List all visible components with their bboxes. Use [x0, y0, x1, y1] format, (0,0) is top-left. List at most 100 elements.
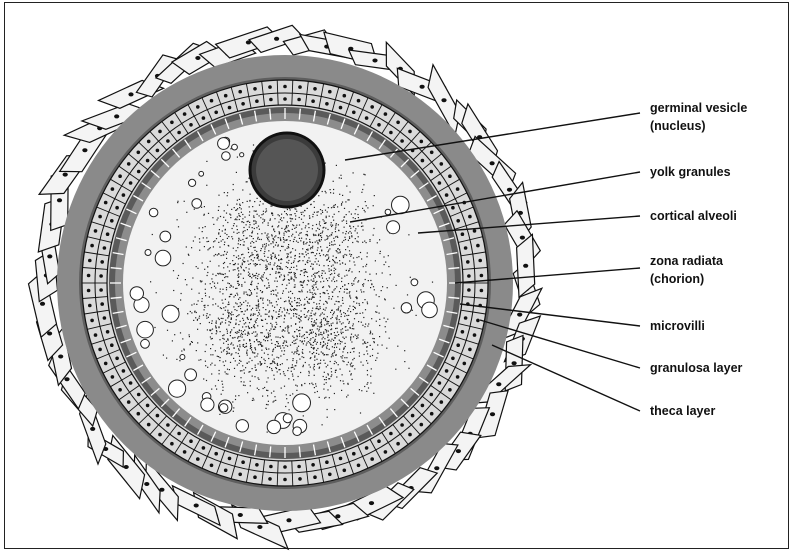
yolk-granule: [240, 334, 241, 335]
yolk-granule: [211, 323, 212, 324]
yolk-granule: [253, 220, 254, 221]
yolk-granule: [200, 359, 201, 360]
yolk-granule: [255, 275, 256, 276]
granulosa-cell-nucleus: [438, 181, 442, 185]
yolk-granule: [326, 260, 327, 261]
yolk-granule: [247, 309, 248, 310]
yolk-granule: [275, 256, 276, 257]
yolk-granule: [317, 272, 318, 273]
yolk-granule: [206, 161, 207, 162]
yolk-granule: [258, 283, 259, 284]
granulosa-cell-nucleus: [451, 357, 455, 361]
yolk-granule: [268, 333, 269, 334]
yolk-granule: [298, 330, 299, 331]
yolk-granule: [256, 264, 257, 265]
yolk-granule: [294, 228, 295, 229]
yolk-granule: [349, 291, 350, 292]
yolk-granule: [367, 382, 368, 383]
yolk-granule: [256, 273, 257, 274]
yolk-granule: [270, 262, 271, 263]
yolk-granule: [344, 284, 345, 285]
yolk-granule: [249, 215, 250, 216]
granulosa-cell-wall: [292, 80, 293, 93]
yolk-granule: [268, 401, 269, 402]
yolk-granule: [284, 386, 285, 387]
yolk-granule: [205, 289, 206, 290]
yolk-granule: [293, 358, 294, 359]
yolk-granule: [278, 299, 279, 300]
yolk-granule: [306, 343, 307, 344]
granulosa-cell-nucleus: [202, 446, 206, 450]
yolk-granule: [304, 334, 305, 335]
yolk-granule: [253, 215, 254, 216]
yolk-granule: [237, 315, 238, 316]
yolk-granule: [249, 333, 250, 334]
granulosa-cell-nucleus: [456, 375, 460, 379]
theca-cell-nucleus: [63, 173, 68, 177]
yolk-granule: [222, 300, 223, 301]
yolk-granule: [244, 347, 245, 348]
granulosa-cell-nucleus: [440, 162, 444, 166]
granulosa-cell-nucleus: [228, 106, 232, 110]
yolk-granule: [267, 366, 268, 367]
yolk-granule: [275, 400, 276, 401]
yolk-granule: [317, 228, 318, 229]
yolk-granule: [353, 226, 354, 227]
cortical-alveolus: [267, 420, 280, 433]
yolk-granule: [280, 240, 281, 241]
yolk-granule: [258, 363, 259, 364]
yolk-granule: [218, 327, 219, 328]
yolk-granule: [360, 362, 361, 363]
yolk-granule: [376, 294, 377, 295]
yolk-granule: [350, 364, 351, 365]
yolk-granule: [221, 352, 222, 353]
yolk-granule: [290, 309, 291, 310]
yolk-granule: [382, 286, 383, 287]
yolk-granule: [379, 313, 380, 314]
yolk-granule: [268, 237, 269, 238]
yolk-granule: [348, 323, 349, 324]
yolk-granule: [199, 242, 200, 243]
yolk-granule: [226, 351, 227, 352]
yolk-granule: [290, 298, 291, 299]
yolk-granule: [314, 364, 315, 365]
granulosa-cell-nucleus: [456, 187, 460, 191]
yolk-granule: [208, 241, 209, 242]
yolk-granule: [276, 295, 277, 296]
yolk-granule: [309, 364, 310, 365]
yolk-granule: [227, 369, 228, 370]
yolk-granule: [272, 370, 273, 371]
yolk-granule: [325, 363, 326, 364]
granulosa-cell-nucleus: [400, 139, 404, 143]
yolk-granule: [329, 245, 330, 246]
yolk-granule: [224, 242, 225, 243]
yolk-granule: [370, 345, 371, 346]
yolk-granule: [219, 339, 220, 340]
yolk-granule: [241, 333, 242, 334]
yolk-granule: [201, 281, 202, 282]
yolk-granule: [358, 334, 359, 335]
yolk-granule: [328, 207, 329, 208]
yolk-granule: [289, 409, 290, 410]
yolk-granule: [260, 344, 261, 345]
yolk-granule: [325, 329, 326, 330]
yolk-granule: [226, 287, 227, 288]
yolk-granule: [274, 396, 275, 397]
yolk-granule: [270, 323, 271, 324]
yolk-granule: [274, 359, 275, 360]
yolk-granule: [329, 277, 330, 278]
yolk-granule: [332, 314, 333, 315]
yolk-granule: [283, 322, 284, 323]
yolk-granule: [243, 320, 244, 321]
yolk-granule: [252, 368, 253, 369]
yolk-granule: [344, 289, 345, 290]
yolk-granule: [274, 400, 275, 401]
yolk-granule: [349, 295, 350, 296]
yolk-granule: [307, 260, 308, 261]
yolk-granule: [285, 231, 286, 232]
yolk-granule: [371, 283, 372, 284]
yolk-granule: [271, 256, 272, 257]
yolk-granule: [362, 325, 363, 326]
yolk-granule: [256, 320, 257, 321]
yolk-granule: [247, 333, 248, 334]
